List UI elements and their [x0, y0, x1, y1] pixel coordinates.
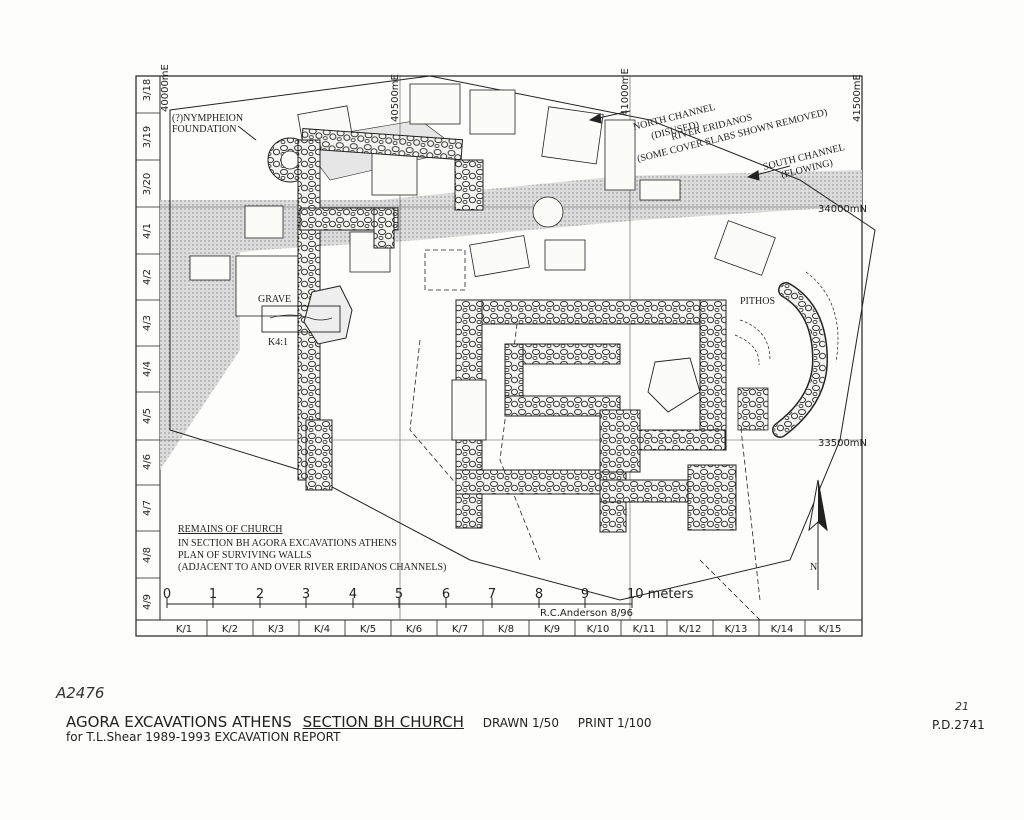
scale-end-label: 10 meters — [627, 587, 694, 602]
pithos-area — [734, 271, 839, 438]
north-arrow-label: N — [810, 562, 817, 573]
north-wall-fragment — [454, 159, 484, 211]
col-label: K/15 — [819, 624, 842, 635]
scale-tick: 0 — [163, 587, 171, 602]
nympheion-label: (?)NYMPHEION — [172, 113, 243, 124]
manhole — [532, 196, 564, 228]
scale-bar: 0 1 2 3 4 5 6 7 8 9 10 meters R.C.Anders… — [163, 587, 694, 619]
drafter-credit: R.C.Anderson 8/96 — [540, 608, 633, 619]
row-label: 3/19 — [142, 126, 153, 148]
accession-number: A2476 — [56, 684, 105, 702]
northing-label: 34000mN — [818, 204, 867, 215]
scale-tick: 2 — [256, 587, 264, 602]
grid-col-labels: K/1 K/2 K/3 K/4 K/5 K/6 K/7 K/8 K/9 K/10… — [176, 624, 841, 635]
octagonal-base — [647, 357, 701, 413]
col-label: K/12 — [679, 624, 702, 635]
legend-line: (ADJACENT TO AND OVER RIVER ERIDANOS CHA… — [178, 562, 446, 573]
scale-tick: 1 — [209, 587, 217, 602]
grave-id-label: K4:1 — [268, 337, 288, 348]
grid-row-labels: 3/18 3/19 3/20 4/1 4/2 4/3 4/4 4/5 4/6 4… — [142, 79, 153, 610]
row-label: 4/6 — [142, 454, 153, 470]
west-walls — [297, 128, 464, 491]
easting-label: 40000mE — [160, 64, 171, 112]
legend-line: IN SECTION BH AGORA EXCAVATIONS ATHENS — [178, 538, 397, 549]
row-label: 4/7 — [142, 500, 153, 516]
easting-label: 41000mE — [620, 68, 631, 116]
scale-tick: 8 — [535, 587, 543, 602]
col-label: K/8 — [498, 624, 514, 635]
plate-title: AGORA EXCAVATIONS ATHENS SECTION BH CHUR… — [66, 713, 652, 731]
drawn-scale: DRAWN 1/50 — [482, 716, 559, 730]
col-label: K/5 — [360, 624, 376, 635]
row-label: 4/9 — [142, 594, 153, 610]
easting-label: 40500mE — [390, 74, 401, 122]
col-label: K/14 — [771, 624, 794, 635]
legend-title: REMAINS OF CHURCH — [178, 524, 282, 535]
northing-label: 33500mN — [818, 438, 867, 449]
scale-tick: 9 — [581, 587, 589, 602]
coordinate-labels: 40000mE 40500mE 41000mE 41500mE 34000mN … — [160, 64, 867, 449]
row-label: 4/8 — [142, 547, 153, 563]
col-label: K/6 — [406, 624, 422, 635]
col-dividers — [206, 620, 806, 636]
col-label: K/2 — [222, 624, 238, 635]
title-section: SECTION BH CHURCH — [302, 713, 464, 731]
nympheion-label: FOUNDATION — [172, 124, 236, 135]
scale-tick: 3 — [302, 587, 310, 602]
row-label: 4/2 — [142, 269, 153, 285]
col-label: K/1 — [176, 624, 192, 635]
grave-k4-1 — [261, 285, 353, 345]
col-label: K/7 — [452, 624, 468, 635]
legend-line: PLAN OF SURVIVING WALLS — [178, 550, 312, 561]
scale-tick: 7 — [488, 587, 496, 602]
row-label: 4/1 — [142, 223, 153, 239]
legend: REMAINS OF CHURCH IN SECTION BH AGORA EX… — [178, 524, 446, 573]
row-label: 4/5 — [142, 408, 153, 424]
plate-number: P.D.2741 — [932, 718, 985, 732]
scale-tick: 5 — [395, 587, 403, 602]
north-arrow — [808, 479, 828, 590]
title-main: AGORA EXCAVATIONS ATHENS — [66, 713, 292, 731]
church-walls — [455, 299, 737, 533]
col-label: K/10 — [587, 624, 610, 635]
trench-outlines — [409, 249, 761, 621]
grave-label: GRAVE — [258, 294, 291, 305]
row-label: 3/20 — [142, 173, 153, 195]
col-label: K/9 — [544, 624, 560, 635]
easting-label: 41500mE — [852, 74, 863, 122]
row-label: 4/3 — [142, 315, 153, 331]
river-channel-south — [160, 170, 862, 262]
map-frame — [135, 75, 863, 637]
row-label: 4/4 — [142, 361, 153, 377]
slab-blocks — [189, 83, 776, 317]
sheet-number: 21 — [955, 700, 969, 713]
apse-slab — [451, 379, 487, 441]
channel-arrows — [237, 110, 791, 181]
plate-subtitle: for T.L.Shear 1989-1993 EXCAVATION REPOR… — [66, 730, 341, 744]
col-label: K/3 — [268, 624, 284, 635]
scale-tick: 6 — [442, 587, 450, 602]
row-label: 3/18 — [142, 79, 153, 101]
pithos-label: PITHOS — [740, 296, 775, 307]
col-label: K/11 — [633, 624, 656, 635]
print-scale: PRINT 1/100 — [577, 716, 652, 730]
scale-tick: 4 — [349, 587, 357, 602]
river-channel-west — [160, 250, 240, 470]
col-label: K/13 — [725, 624, 748, 635]
rubble-patch — [737, 387, 769, 431]
col-label: K/4 — [314, 624, 330, 635]
row-dividers — [136, 112, 160, 579]
